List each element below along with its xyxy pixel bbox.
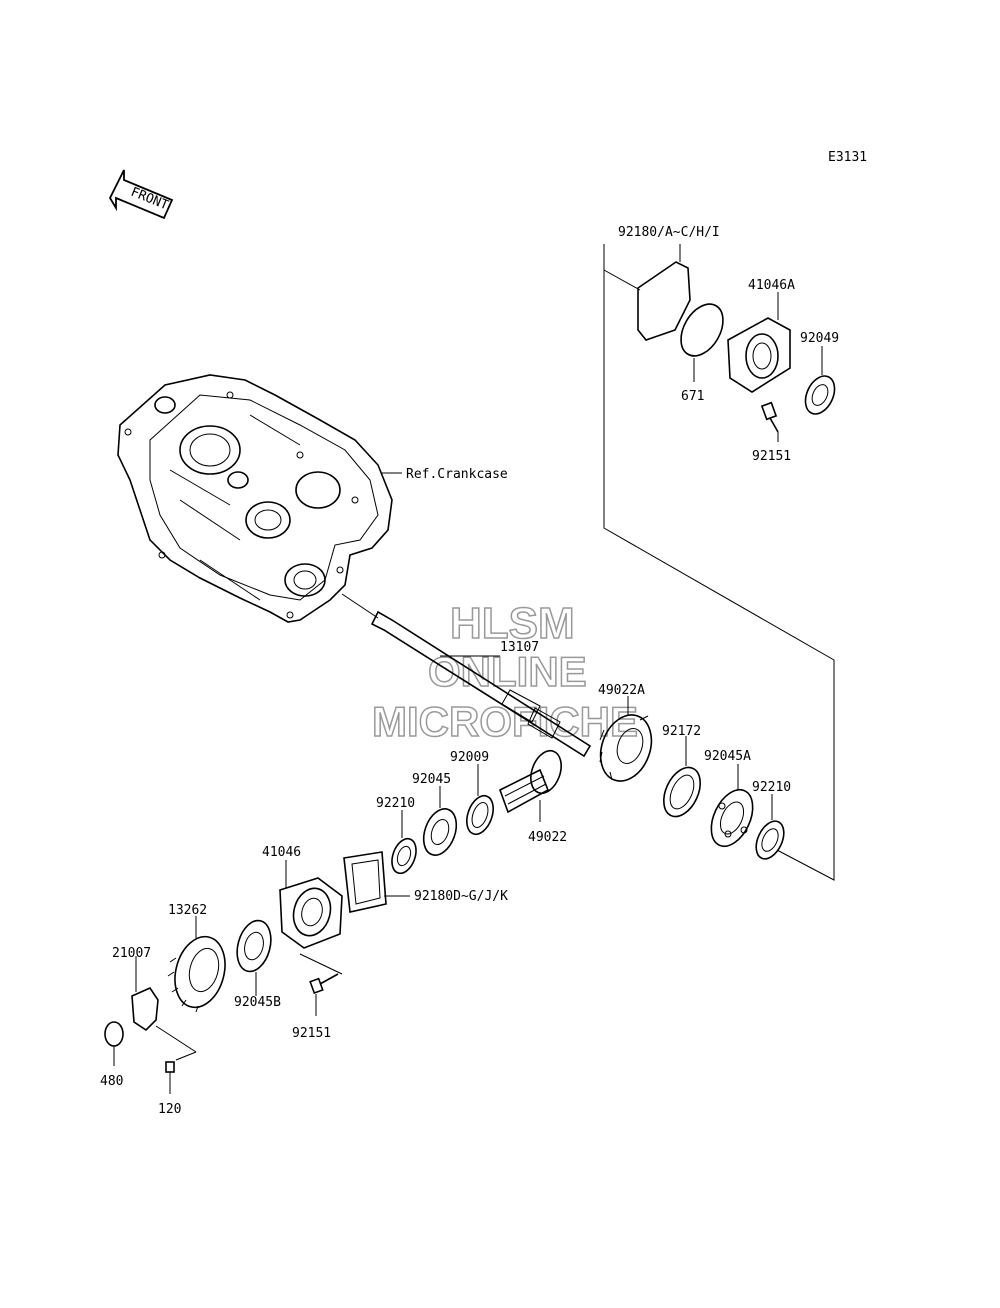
- label-92151-top: 92151: [752, 449, 791, 464]
- label-21007: 21007: [112, 946, 151, 961]
- watermark-line1: HLSM: [450, 599, 575, 648]
- label-92045a: 92045A: [704, 749, 751, 764]
- crankcase-drawing: Ref.Crankcase: [117, 374, 508, 623]
- label-13107: 13107: [500, 640, 539, 655]
- front-arrow-icon: FRONT: [108, 169, 174, 220]
- oil-seal-92210-mid: [391, 837, 417, 875]
- gasket-92180d: [343, 851, 387, 913]
- cover-gasket-92180: [603, 244, 691, 341]
- shim-92009: [466, 794, 494, 836]
- label-ref-crankcase: Ref.Crankcase: [406, 467, 508, 482]
- pinion-gear-49022: [499, 749, 562, 814]
- watermark-line3: MICROFICHE: [372, 698, 638, 745]
- label-120: 120: [158, 1102, 181, 1117]
- label-92180-a-c: 92180/A~C/H/I: [618, 225, 720, 240]
- label-41046: 41046: [262, 845, 301, 860]
- watermark: HLSM ONLINE MICROFICHE: [371, 598, 639, 746]
- label-13262: 13262: [168, 903, 207, 918]
- bearing-92045: [422, 808, 458, 856]
- bearing-92045b: [236, 919, 272, 973]
- bolt-92151-top: [760, 401, 779, 433]
- oil-seal-92049: [804, 375, 836, 415]
- bolt-92151-bottom: [309, 973, 339, 995]
- bearing-housing-41046a: [727, 317, 791, 393]
- bevel-gear-49022a: [599, 714, 653, 782]
- label-480: 480: [100, 1074, 123, 1089]
- gear-13262: [167, 935, 226, 1013]
- screw-120: [165, 1061, 175, 1094]
- diagram-code: E3131: [828, 150, 867, 165]
- label-671: 671: [681, 389, 704, 404]
- label-49022: 49022: [528, 830, 567, 845]
- bearing-92045a: [710, 788, 754, 848]
- bearing-housing-41046: [279, 877, 343, 949]
- watermark-line2: ONLINE: [428, 648, 587, 695]
- oil-seal-92210-right: [755, 820, 785, 860]
- label-92009: 92009: [450, 750, 489, 765]
- o-ring-671: [680, 303, 724, 357]
- label-92210-mid: 92210: [376, 796, 415, 811]
- label-92210-right: 92210: [752, 780, 791, 795]
- label-92151-bottom: 92151: [292, 1026, 331, 1041]
- label-92045: 92045: [412, 772, 451, 787]
- label-41046a: 41046A: [748, 278, 795, 293]
- assembly-outline: [603, 244, 835, 881]
- label-49022a: 49022A: [598, 683, 645, 698]
- shaft-13107: [341, 593, 592, 758]
- circlip-480: [104, 1021, 124, 1047]
- label-92180d-g: 92180D~G/J/K: [414, 889, 508, 904]
- label-92045b: 92045B: [234, 995, 281, 1010]
- sensor-rotor-21007: [131, 986, 197, 1053]
- label-92172: 92172: [662, 724, 701, 739]
- shim-92172: [663, 766, 701, 818]
- label-92049: 92049: [800, 331, 839, 346]
